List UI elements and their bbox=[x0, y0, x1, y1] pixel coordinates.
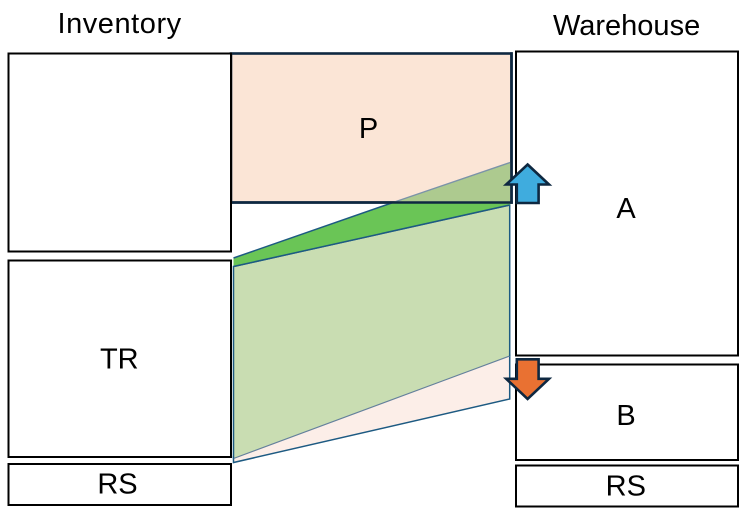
svg-text:P: P bbox=[359, 113, 378, 145]
svg-text:TR: TR bbox=[100, 344, 139, 376]
svg-text:Inventory: Inventory bbox=[57, 8, 181, 40]
svg-text:Warehouse: Warehouse bbox=[553, 10, 700, 42]
svg-text:RS: RS bbox=[97, 469, 137, 501]
svg-text:RS: RS bbox=[606, 471, 646, 503]
svg-text:A: A bbox=[616, 193, 636, 225]
svg-text:B: B bbox=[616, 400, 635, 432]
